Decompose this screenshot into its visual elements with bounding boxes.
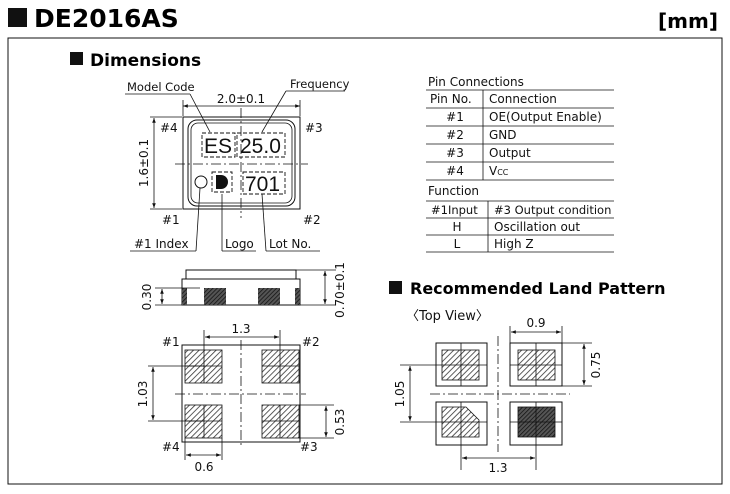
pin-connections-table: Pin Connections Pin No. Connection #1 OE… — [426, 75, 614, 253]
bottom-view: 1.3 1.03 0.53 0.6 #1 #2 #4 #3 — [136, 322, 347, 474]
heading-square-icon — [70, 52, 83, 65]
bottom-pin1-label: #1 — [162, 335, 180, 349]
pitch-y-dimension: 1.03 — [136, 381, 150, 408]
pin-cell: #4 — [446, 164, 464, 178]
marking-model-code: ES — [204, 135, 232, 158]
land-height-dimension: 0.75 — [589, 352, 603, 379]
pin-cell: #2 — [446, 128, 464, 142]
land-width-dimension: 0.9 — [526, 316, 545, 330]
header-output: #3 Output condition — [494, 203, 611, 217]
output-cell: Oscillation out — [494, 220, 580, 234]
land-pitch-y-dimension: 1.05 — [393, 381, 407, 408]
height-dimension: 1.6±0.1 — [137, 139, 151, 187]
bottom-pin3-label: #3 — [300, 440, 318, 454]
bottom-pin2-label: #2 — [302, 335, 320, 349]
pad-height-dimension: 0.30 — [140, 284, 154, 311]
width-dimension: 2.0±0.1 — [217, 92, 265, 106]
pitch-x-dimension: 1.3 — [231, 322, 250, 336]
total-height-dimension: 0.70±0.1 — [333, 262, 347, 318]
output-cell: High Z — [494, 237, 534, 251]
dimensions-heading: Dimensions — [90, 51, 201, 71]
title-square-icon — [8, 8, 27, 27]
marking-lot: 701 — [245, 173, 280, 196]
package-outline — [182, 116, 301, 210]
logo-label: Logo — [225, 237, 254, 251]
header-pin-no: Pin No. — [430, 92, 472, 106]
model-code-label: Model Code — [127, 80, 195, 94]
pin1-index-mark — [194, 175, 208, 189]
pin-cell: #1 — [446, 110, 464, 124]
land-pattern-drawing: 0.9 0.75 1.05 1.3 — [393, 316, 603, 475]
header-input: #1Input — [431, 203, 478, 217]
frequency-label: Frequency — [290, 77, 350, 91]
input-cell: H — [452, 220, 461, 234]
drawing-frame — [7, 37, 723, 485]
index-label: #1 Index — [134, 237, 189, 251]
unit-label: [mm] — [658, 9, 718, 33]
pin2-label: #2 — [303, 213, 321, 227]
pad-height-dimension-bottom: 0.53 — [333, 409, 347, 436]
lot-label: Lot No. — [269, 237, 311, 251]
marking-frequency: 25.0 — [240, 135, 281, 158]
land-pattern-heading: Recommended Land Pattern — [410, 279, 666, 298]
land-pitch-x-dimension: 1.3 — [488, 461, 507, 475]
pin-connections-title: Pin Connections — [428, 75, 524, 89]
connection-cell: GND — [489, 128, 517, 142]
top-view-label: 〈Top View〉 — [406, 309, 489, 324]
pin-cell: #3 — [446, 146, 464, 160]
bottom-pin4-label: #4 — [162, 440, 180, 454]
pin1-label: #1 — [162, 213, 180, 227]
pin3-label: #3 — [305, 121, 323, 135]
side-view: 0.30 0.70±0.1 — [140, 262, 347, 318]
connection-cell: VCC — [489, 164, 509, 178]
input-cell: L — [454, 237, 461, 251]
header-connection: Connection — [489, 92, 557, 106]
pad-width-dimension: 0.6 — [194, 460, 213, 474]
pin4-label: #4 — [160, 121, 178, 135]
page-title: DE2016AS — [34, 4, 179, 33]
function-title: Function — [428, 184, 479, 198]
connection-cell: Output — [489, 146, 531, 160]
connection-cell: OE(Output Enable) — [489, 110, 602, 124]
logo-icon — [216, 175, 228, 189]
heading-square-icon — [389, 281, 402, 294]
top-view: Model Code Frequency 2.0±0.1 1.6±0.1 #4 … — [125, 77, 350, 252]
